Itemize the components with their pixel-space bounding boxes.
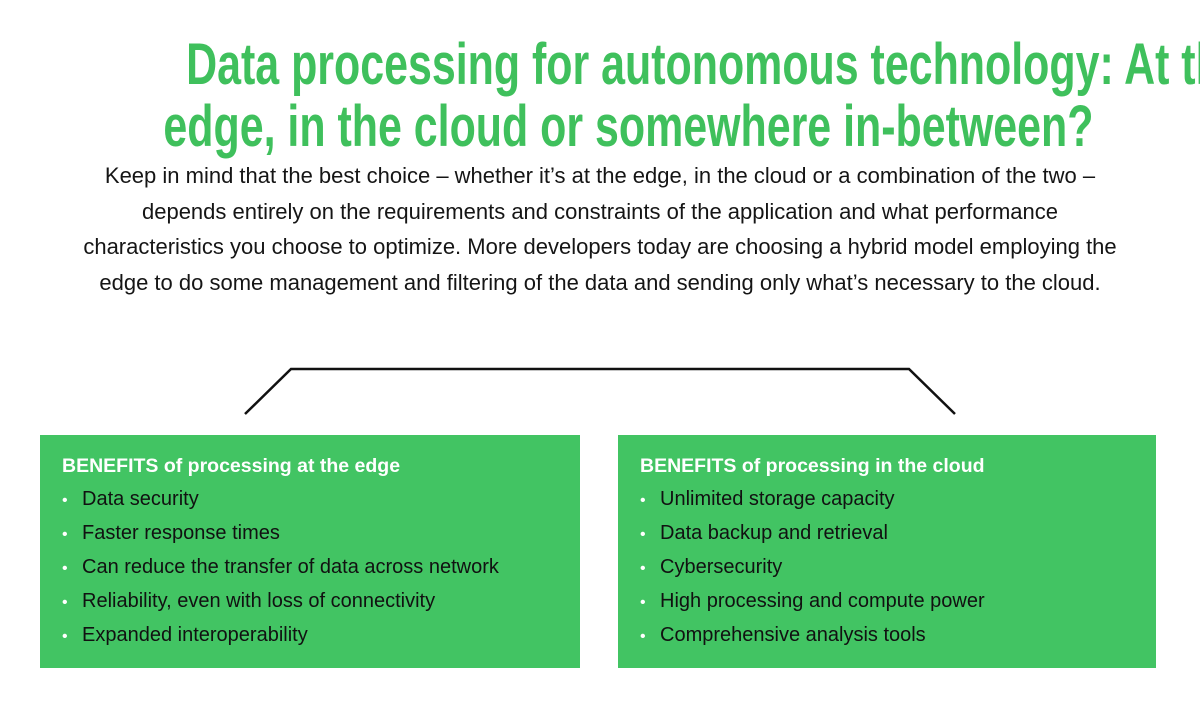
bullet-icon: • bbox=[62, 594, 68, 611]
item-text: Faster response times bbox=[82, 522, 280, 544]
list-item: • High processing and compute power bbox=[640, 585, 1156, 619]
list-item: • Data security bbox=[62, 483, 580, 517]
bullet-icon: • bbox=[62, 526, 68, 543]
cloud-heading: BENEFITS of processing in the cloud bbox=[640, 455, 985, 477]
list-item: • Unlimited storage capacity bbox=[640, 483, 1156, 517]
item-text: Data backup and retrieval bbox=[660, 522, 888, 544]
list-item: • Cybersecurity bbox=[640, 551, 1156, 585]
item-text: Reliability, even with loss of connectiv… bbox=[82, 590, 436, 612]
edge-heading: BENEFITS of processing at the edge bbox=[62, 455, 401, 477]
list-item: • Reliability, even with loss of connecti… bbox=[62, 585, 580, 619]
list-item: • Data backup and retrieval bbox=[640, 517, 1156, 551]
bullet-icon: • bbox=[640, 628, 646, 645]
item-text: Expanded interoperability bbox=[82, 624, 308, 646]
bullet-icon: • bbox=[640, 492, 646, 509]
cloud-benefits-box: BENEFITS of processing in the cloud • Unl… bbox=[618, 435, 1156, 668]
list-item: • Can reduce the transfer of data across … bbox=[62, 551, 580, 585]
bullet-icon: • bbox=[640, 560, 646, 577]
item-text: High processing and compute power bbox=[660, 590, 985, 612]
list-item: • Faster response times bbox=[62, 517, 580, 551]
item-text: Unlimited storage capacity bbox=[660, 488, 895, 510]
cloud-list: • Unlimited storage capacity • Data backup… bbox=[640, 483, 1156, 653]
bullet-icon: • bbox=[640, 594, 646, 611]
bullet-icon: • bbox=[640, 526, 646, 543]
title-text-1: Data processing for autonomous technolog… bbox=[186, 32, 1200, 97]
edge-list: • Data security • Faster response times • C… bbox=[62, 483, 580, 653]
item-text: Comprehensive analysis tools bbox=[660, 624, 926, 646]
intro-paragraph: Keep in mind that the best choice – whet… bbox=[83, 163, 1117, 295]
list-item: • Comprehensive analysis tools bbox=[640, 619, 1156, 653]
title-text-2: edge, in the cloud or somewhere in-betwe… bbox=[163, 94, 1094, 159]
bullet-icon: • bbox=[62, 560, 68, 577]
item-text: Can reduce the transfer of data across n… bbox=[82, 556, 499, 578]
item-text: Data security bbox=[82, 488, 199, 510]
list-item: • Expanded interoperability bbox=[62, 619, 580, 653]
item-text: Cybersecurity bbox=[660, 556, 783, 578]
bullet-icon: • bbox=[62, 628, 68, 645]
title-line-1: Data processing for autonomous technolog… bbox=[0, 36, 1200, 94]
title-line-2: edge, in the cloud or somewhere in-betwe… bbox=[0, 98, 1200, 156]
edge-benefits-box: BENEFITS of processing at the edge • Data… bbox=[40, 435, 580, 668]
bullet-icon: • bbox=[62, 492, 68, 509]
